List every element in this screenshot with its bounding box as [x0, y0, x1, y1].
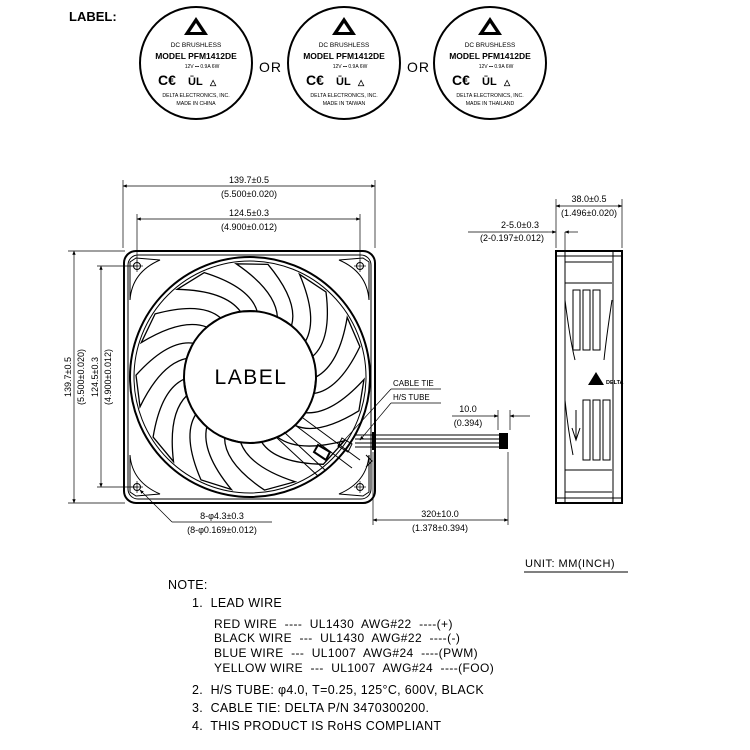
label-maker: DELTA ELECTRONICS, INC. — [456, 93, 523, 99]
fan-blade — [135, 342, 195, 410]
fan-blade — [223, 437, 298, 491]
mounting-hole-icon — [131, 481, 143, 493]
ul-mark-icon: ŪL — [336, 76, 351, 88]
svg-text:139.7±0.5: 139.7±0.5 — [63, 357, 73, 397]
fan-blade — [313, 315, 361, 395]
label-model: MODEL PFM1412DE — [155, 51, 237, 61]
label-ratings: 12V ⎓ 0.9A 6W — [479, 64, 514, 70]
label-model: MODEL PFM1412DE — [303, 51, 385, 61]
tuv-mark-icon: △ — [209, 78, 217, 87]
dim-lead-length: 320±10.0 (1.378±0.394) — [372, 452, 509, 533]
mounting-hole-icon — [354, 481, 366, 493]
wire-spec-yellow: YELLOW WIRE --- UL1007 AWG#24 ----(FOO) — [214, 661, 495, 675]
svg-text:(1.496±0.020): (1.496±0.020) — [561, 208, 617, 218]
svg-text:H/S TUBE: H/S TUBE — [393, 393, 430, 402]
svg-text:(4.900±0.012): (4.900±0.012) — [103, 349, 113, 405]
or-label-1: OR — [259, 59, 282, 75]
ul-mark-icon: ŪL — [482, 76, 497, 88]
svg-text:8-φ4.3±0.3: 8-φ4.3±0.3 — [200, 511, 244, 521]
callout-hs-tube: H/S TUBE — [359, 393, 441, 441]
product-label-2: DC BRUSHLESS MODEL PFM1412DE 12V ⎓ 0.9A … — [287, 6, 401, 120]
svg-text:(5.500±0.020): (5.500±0.020) — [221, 189, 277, 199]
fan-blade — [189, 413, 234, 491]
note-item-2: 2. H/S TUBE: φ4.0, T=0.25, 125°C, 600V, … — [192, 683, 484, 697]
dim-hole-diameter: 8-φ4.3±0.3 (8-φ0.169±0.012) — [139, 489, 272, 535]
dim-flange: 2-5.0±0.3 (2-0.197±0.012) — [468, 220, 578, 252]
svg-text:139.7±0.5: 139.7±0.5 — [229, 175, 269, 185]
lead-wires — [355, 432, 508, 468]
label-line1: DC BRUSHLESS — [319, 42, 370, 49]
ce-mark-icon: C€ — [306, 72, 324, 88]
dim-overall-height: 139.7±0.5 (5.500±0.020) — [63, 250, 125, 504]
ce-mark-icon: C€ — [452, 72, 470, 88]
fan-front-view: LABEL — [123, 250, 376, 504]
ce-mark-icon: C€ — [158, 72, 176, 88]
hub-label: LABEL — [215, 366, 288, 389]
svg-text:(0.394): (0.394) — [454, 418, 483, 428]
note-item-3: 3. CABLE TIE: DELTA P/N 3470300200. — [192, 701, 430, 715]
label-model: MODEL PFM1412DE — [449, 51, 531, 61]
svg-text:2-5.0±0.3: 2-5.0±0.3 — [501, 220, 539, 230]
delta-logo-icon — [588, 372, 604, 385]
fan-blade — [293, 377, 365, 430]
svg-text:124.5±0.3: 124.5±0.3 — [229, 208, 269, 218]
wire-spec-black: BLACK WIRE --- UL1430 AWG#22 ----(-) — [214, 631, 461, 645]
fan-blade — [298, 272, 329, 358]
svg-text:124.5±0.3: 124.5±0.3 — [90, 357, 100, 397]
fan-blades — [135, 263, 365, 491]
callout-cable-tie: CABLE TIE — [337, 379, 441, 448]
dim-overall-width: 139.7±0.5 (5.500±0.020) — [122, 175, 376, 248]
mounting-hole-icon — [354, 260, 366, 272]
svg-text:(8-φ0.169±0.012): (8-φ0.169±0.012) — [187, 525, 257, 535]
dim-depth: 38.0±0.5 (1.496±0.020) — [555, 194, 623, 248]
label-origin: MADE IN THAILAND — [466, 101, 515, 107]
label-heading: LABEL: — [69, 9, 117, 24]
product-label-1: DC BRUSHLESS MODEL PFM1412DE 12V ⎓ 0.9A … — [139, 6, 253, 120]
svg-text:(2-0.197±0.012): (2-0.197±0.012) — [480, 233, 544, 243]
svg-text:320±10.0: 320±10.0 — [421, 509, 458, 519]
svg-text:(5.500±0.020): (5.500±0.020) — [76, 349, 86, 405]
label-origin: MADE IN CHINA — [176, 101, 216, 107]
wire-spec-red: RED WIRE ---- UL1430 AWG#22 ----(+) — [214, 617, 453, 631]
dim-hole-spacing-width: 124.5±0.3 (4.900±0.012) — [136, 208, 361, 262]
label-origin: MADE IN TAIWAN — [323, 101, 366, 107]
fan-blade — [152, 378, 188, 464]
fan-blade — [260, 436, 347, 465]
or-label-2: OR — [407, 59, 430, 75]
fan-side-view: DELTA — [555, 250, 624, 504]
tuv-mark-icon: △ — [503, 78, 511, 87]
unit-label: UNIT: MM(INCH) — [525, 558, 615, 570]
svg-text:(4.900±0.012): (4.900±0.012) — [221, 222, 277, 232]
mounting-hole-icon — [131, 260, 143, 272]
label-line1: DC BRUSHLESS — [171, 42, 222, 49]
label-ratings: 12V ⎓ 0.9A 6W — [185, 64, 220, 70]
dim-strip-length: 10.0 (0.394) — [452, 404, 530, 430]
note-item-1: 1. LEAD WIRE — [192, 596, 283, 610]
svg-text:(1.378±0.394): (1.378±0.394) — [412, 523, 468, 533]
tuv-mark-icon: △ — [357, 78, 365, 87]
fan-blade — [139, 307, 222, 345]
ul-mark-icon: ŪL — [188, 76, 203, 88]
svg-text:CABLE TIE: CABLE TIE — [393, 379, 434, 388]
fan-blade — [174, 271, 259, 313]
airflow-arrow-icon — [571, 410, 581, 442]
label-maker: DELTA ELECTRONICS, INC. — [162, 93, 229, 99]
note-title: NOTE: — [168, 578, 208, 592]
note-item-4: 4. THIS PRODUCT IS RoHS COMPLIANT — [192, 719, 442, 733]
side-logo-text: DELTA — [606, 380, 624, 386]
svg-text:10.0: 10.0 — [459, 404, 477, 414]
svg-text:38.0±0.5: 38.0±0.5 — [572, 194, 607, 204]
product-label-3: DC BRUSHLESS MODEL PFM1412DE 12V ⎓ 0.9A … — [433, 6, 547, 120]
wire-spec-blue: BLUE WIRE --- UL1007 AWG#24 ----(PWM) — [214, 646, 478, 660]
fan-blade — [234, 263, 294, 327]
label-ratings: 12V ⎓ 0.9A 6W — [333, 64, 368, 70]
label-maker: DELTA ELECTRONICS, INC. — [310, 93, 377, 99]
label-line1: DC BRUSHLESS — [465, 42, 516, 49]
